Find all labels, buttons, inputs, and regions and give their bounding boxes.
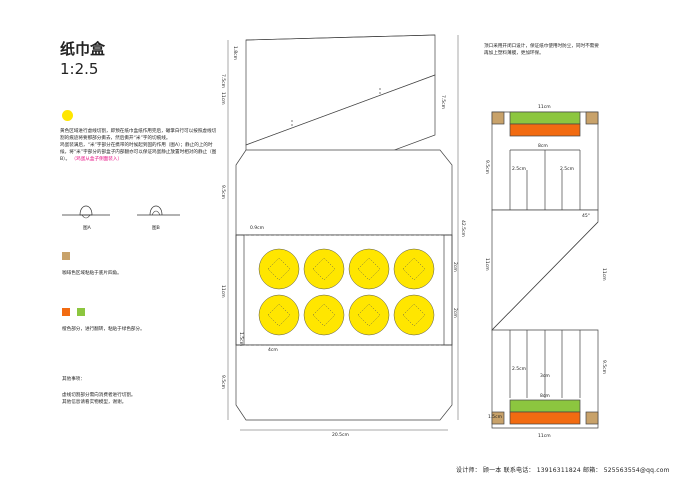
notes-heading: 其他事项： — [62, 377, 85, 382]
right-top-green — [509, 111, 581, 125]
dim-left-11: 11cm — [220, 92, 226, 105]
dim-inner-7-5: 7.5cm — [440, 95, 446, 109]
description-note: （鸡蛋从盒子侧面装入） — [71, 157, 123, 162]
dim-20-5: 20.5cm — [332, 432, 349, 438]
dim-r-11-side: 11cm — [601, 268, 607, 281]
dim-2cm-a: 2cm — [452, 262, 458, 272]
hole — [393, 294, 435, 336]
dim-11-b: 11cm — [220, 285, 226, 298]
right-top-brown-left — [491, 111, 505, 125]
right-note: 顶口采用开闭口设计，保证纸巾使用时防尘，同时不需要再加上塑料薄膜，更加环保。 — [484, 44, 599, 56]
description-line1: 黄色区域进行虚线切割，即预在纸巾盒纸作用完后，碾掌白行可以按照虚线切割的痕迹将要… — [60, 129, 217, 141]
bottom-panel — [235, 344, 453, 421]
brown-swatch — [62, 252, 70, 260]
designer-footer: 设计师： 顾一本 联系电话： 13916311824 邮箱： 525563554… — [456, 467, 670, 474]
figure-a-label: 图A — [83, 226, 91, 231]
hole — [303, 248, 345, 290]
dim-left-7-5: 7.5cm — [220, 74, 226, 88]
page-title: 纸巾盒 — [60, 40, 106, 58]
dim-9-5-a: 9.5cm — [220, 185, 226, 199]
right-top-brown-right — [585, 111, 599, 125]
left-tab — [235, 234, 245, 346]
top-flap-fold — [245, 34, 436, 41]
right-bottom-orange — [509, 411, 581, 425]
right-bottom-green — [509, 399, 581, 413]
hole — [348, 294, 390, 336]
dim-4cm: 4cm — [268, 347, 278, 353]
orange-swatch — [62, 308, 70, 316]
scale-label: 1:2.5 — [60, 60, 99, 78]
hole — [303, 294, 345, 336]
notes-line2: 其他信息请看实物模型，谢谢。 — [62, 400, 127, 405]
dim-r-8-top: 8cm — [538, 143, 548, 149]
dim-r-11-top: 11cm — [538, 104, 551, 110]
green-swatch — [77, 308, 85, 316]
brown-legend-text: 咖啡色区域粘贴于底片四角。 — [62, 271, 122, 276]
dim-1-5: 1.5cm — [238, 332, 244, 346]
description-line2: 鸡蛋装满后，“米”字部分在携带的时候起到固的作用（图A）；静止的上的时候，将“米… — [60, 143, 217, 162]
hole — [348, 248, 390, 290]
dim-r-2-5-a: 2.5cm — [512, 166, 526, 172]
description: 黄色区域进行虚线切割，即预在纸巾盒纸作用完后，碾掌白行可以按照虚线切割的痕迹将要… — [60, 128, 220, 163]
hole-grid — [258, 248, 435, 336]
dim-r-11-mid: 11cm — [484, 258, 490, 271]
figure-sketches — [62, 205, 180, 219]
orange-green-legend-text: 橙色部分，进行翻转，粘贴于绿色部分。 — [62, 327, 145, 332]
dim-r-3: 3cm — [540, 373, 550, 379]
dim-42-5: 42.5cm — [460, 220, 466, 237]
right-diagonal — [491, 209, 599, 331]
dim-r-1-5: 1.5cm — [488, 414, 502, 420]
figure-a-sketch — [62, 205, 110, 219]
hole — [393, 248, 435, 290]
dim-r-2-5-b: 2.5cm — [560, 166, 574, 172]
yellow-legend-dot — [62, 110, 73, 121]
dim-r-2-5-c: 2.5cm — [512, 366, 526, 372]
dim-r-11-bot: 11cm — [538, 433, 551, 439]
main-body — [235, 149, 453, 236]
right-bottom-brown-left — [491, 411, 505, 425]
hole — [258, 248, 300, 290]
dim-9-5-b: 9.5cm — [220, 375, 226, 389]
dim-r-9-5-top: 9.5cm — [484, 160, 490, 174]
dim-r-45: 45° — [582, 213, 590, 219]
right-tab — [443, 234, 453, 346]
hole — [258, 294, 300, 336]
notes-line1: 虚线切割部分需向消费者进行切割。 — [62, 393, 136, 398]
dim-2cm-b: 2cm — [452, 308, 458, 318]
dim-r-8-bot: 8cm — [540, 393, 550, 399]
right-top-orange — [509, 123, 581, 137]
dim-0-9: 0.9cm — [250, 225, 264, 231]
dim-r-9-5-bot: 9.5cm — [601, 360, 607, 374]
right-bottom-brown-right — [585, 411, 599, 425]
dim-left-1-8: 1.8cm — [232, 46, 238, 60]
figure-b-sketch — [137, 205, 180, 216]
figure-b-label: 图B — [152, 226, 160, 231]
